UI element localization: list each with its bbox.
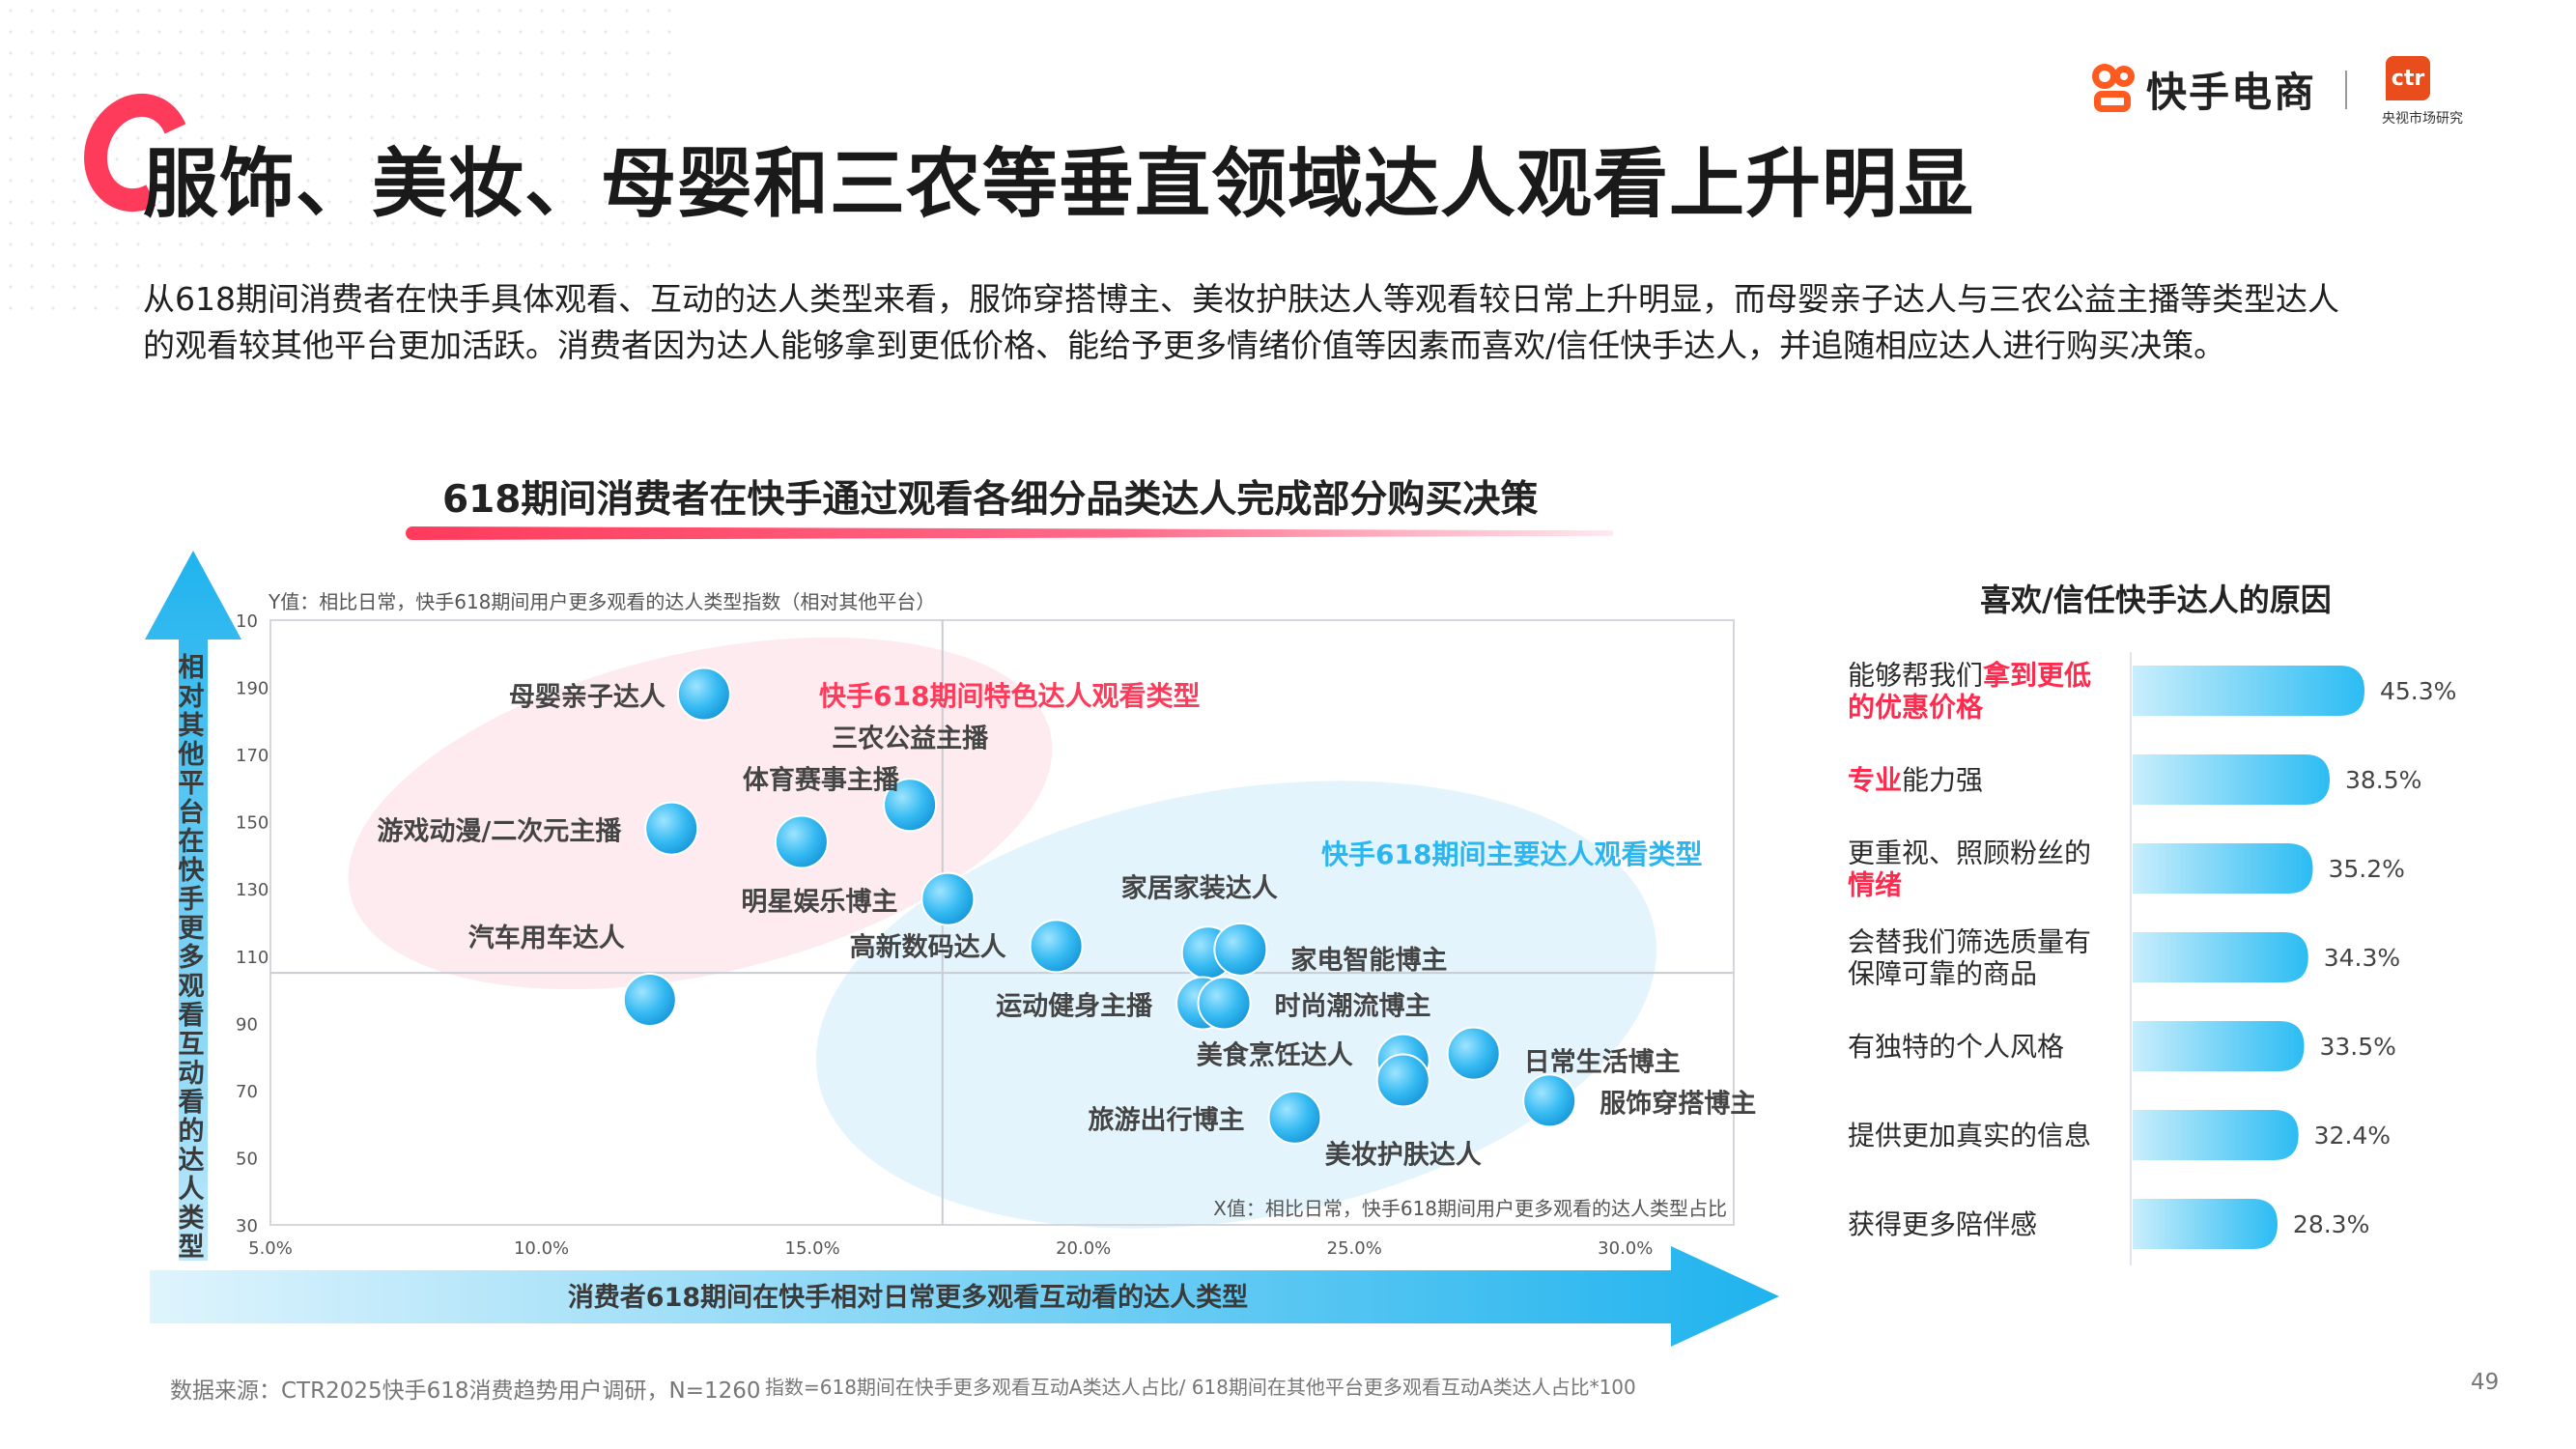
y-axis-arrow	[145, 551, 241, 1261]
y-tick-label: 50	[236, 1149, 258, 1169]
point-label: 明星娱乐博主	[741, 887, 897, 918]
reason-label: 有独特的个人风格	[1848, 1031, 2064, 1063]
x-tick-label: 10.0%	[514, 1238, 569, 1259]
scatter-point	[622, 972, 677, 1027]
x-tick-label: 15.0%	[785, 1238, 840, 1259]
reason-bar	[2133, 1199, 2278, 1249]
scatter-point	[1375, 1053, 1430, 1108]
point-label: 美妆护肤达人	[1325, 1139, 1482, 1170]
reason-value-label: 28.3%	[2293, 1210, 2369, 1238]
reasons-chart-title: 喜欢/信任快手达人的原因	[1980, 582, 2332, 618]
point-label: 汽车用车达人	[468, 923, 625, 953]
intro-paragraph: 从618期间消费者在快手具体观看、互动的达人类型来看，服饰穿搭博主、美妆护肤达人…	[143, 280, 2339, 364]
chart-title-underline	[406, 526, 1613, 540]
dot-pattern	[0, 0, 676, 319]
cluster-ellipse-featured	[348, 637, 1053, 990]
point-label: 美食烹饪达人	[1197, 1040, 1353, 1071]
reason-value-label: 45.3%	[2380, 677, 2456, 705]
reason-bar	[2133, 754, 2330, 805]
y-axis-label: 相对其他平台在快手更多观看互动看的达人类型	[178, 653, 206, 1263]
point-label: 母婴亲子达人	[509, 683, 665, 713]
y-tick-label: 70	[236, 1082, 258, 1102]
scatter-point	[774, 814, 829, 869]
reason-bar	[2133, 666, 2364, 716]
point-label: 日常生活博主	[1524, 1047, 1681, 1078]
x-tick-label: 5.0%	[248, 1238, 293, 1259]
point-label: 三农公益主播	[832, 724, 989, 753]
reason-value-label: 38.5%	[2345, 766, 2421, 794]
point-label: 运动健身主播	[996, 990, 1153, 1021]
page-title: 服饰、美妆、母婴和三农等垂直领域达人观看上升明显	[143, 141, 1975, 228]
data-source: 数据来源：CTR2025快手618消费趋势用户调研，N=1260	[170, 1378, 761, 1404]
y-tick-label: 150	[236, 813, 269, 834]
scatter-point	[676, 667, 731, 722]
reason-label: 能够帮我们拿到更低的优惠价格	[1848, 660, 2091, 724]
point-label: 时尚潮流博主	[1275, 990, 1431, 1021]
reason-bar	[2133, 1110, 2299, 1160]
x-axis-arrow	[150, 1246, 1779, 1347]
scatter-point	[1446, 1026, 1501, 1081]
point-label: 旅游出行博主	[1089, 1105, 1245, 1136]
page-number: 49	[2471, 1370, 2500, 1395]
y-tick-label: 30	[236, 1216, 258, 1236]
kuaishou-brand: 快手电商	[2092, 60, 2374, 119]
y-value-note: Y值：相比日常，快手618期间用户更多观看的达人类型指数（相对其他平台）	[268, 590, 935, 613]
scatter-point	[1213, 922, 1268, 977]
brand-divider	[2345, 70, 2348, 109]
scatter-point	[920, 871, 976, 926]
reason-bar	[2133, 843, 2313, 894]
reason-value-label: 33.5%	[2319, 1033, 2395, 1061]
plot-frame	[269, 619, 1735, 1226]
scatter-point	[1522, 1073, 1577, 1128]
x-tick-label: 20.0%	[1056, 1238, 1111, 1259]
reason-label: 专业能力强	[1848, 764, 1983, 796]
y-tick-label: 170	[236, 746, 269, 766]
reason-label: 获得更多陪伴感	[1848, 1208, 2037, 1240]
ctr-logo: ctr	[2386, 56, 2430, 100]
y-tick-label: 90	[236, 1014, 258, 1035]
reason-label: 会替我们筛选质量有保障可靠的商品	[1848, 926, 2091, 990]
reason-bar	[2133, 932, 2308, 982]
x-axis-label: 消费者618期间在快手相对日常更多观看互动看的达人类型	[568, 1282, 1248, 1313]
cluster-title-main: 快手618期间主要达人观看类型	[1321, 838, 1702, 870]
point-label: 服饰穿搭博主	[1599, 1088, 1756, 1119]
scatter-point	[1267, 1090, 1322, 1145]
reason-bar	[2133, 1021, 2305, 1071]
scatter-point	[883, 778, 938, 833]
scatter-point	[644, 801, 699, 856]
point-label: 高新数码达人	[850, 931, 1006, 962]
index-note: 指数=618期间在快手更多观看互动A类达人占比/ 618期间在其他平台更多观看互…	[765, 1376, 1636, 1399]
chart-title: 618期间消费者在快手通过观看各细分品类达人完成部分购买决策	[442, 478, 1539, 522]
x-tick-label: 30.0%	[1598, 1238, 1653, 1259]
scatter-point	[1029, 919, 1084, 974]
point-label: 家电智能博主	[1290, 945, 1447, 976]
y-tick-label: 190	[236, 679, 269, 699]
x-tick-label: 25.0%	[1327, 1238, 1382, 1259]
y-tick-label: 110	[236, 948, 269, 968]
reason-label: 提供更加真实的信息	[1848, 1120, 2091, 1151]
point-label: 体育赛事主播	[743, 765, 900, 796]
brand-name: 快手电商	[2146, 69, 2317, 116]
point-label: 游戏动漫/二次元主播	[377, 817, 622, 847]
x-value-note: X值：相比日常，快手618期间用户更多观看的达人类型占比	[1213, 1197, 1727, 1220]
y-tick-label: 10	[236, 611, 258, 632]
scatter-point	[1197, 976, 1252, 1031]
cluster-title-featured: 快手618期间特色达人观看类型	[819, 680, 1200, 712]
reason-value-label: 35.2%	[2328, 855, 2404, 883]
y-tick-label: 130	[236, 880, 269, 900]
reason-label: 更重视、照顾粉丝的情绪	[1848, 838, 2091, 901]
reason-value-label: 32.4%	[2314, 1122, 2391, 1150]
kuaishou-logo-icon	[2092, 63, 2137, 116]
reason-value-label: 34.3%	[2324, 944, 2400, 972]
point-label: 家居家装达人	[1121, 872, 1278, 903]
ctr-subtitle: 央视市场研究	[2382, 111, 2463, 127]
